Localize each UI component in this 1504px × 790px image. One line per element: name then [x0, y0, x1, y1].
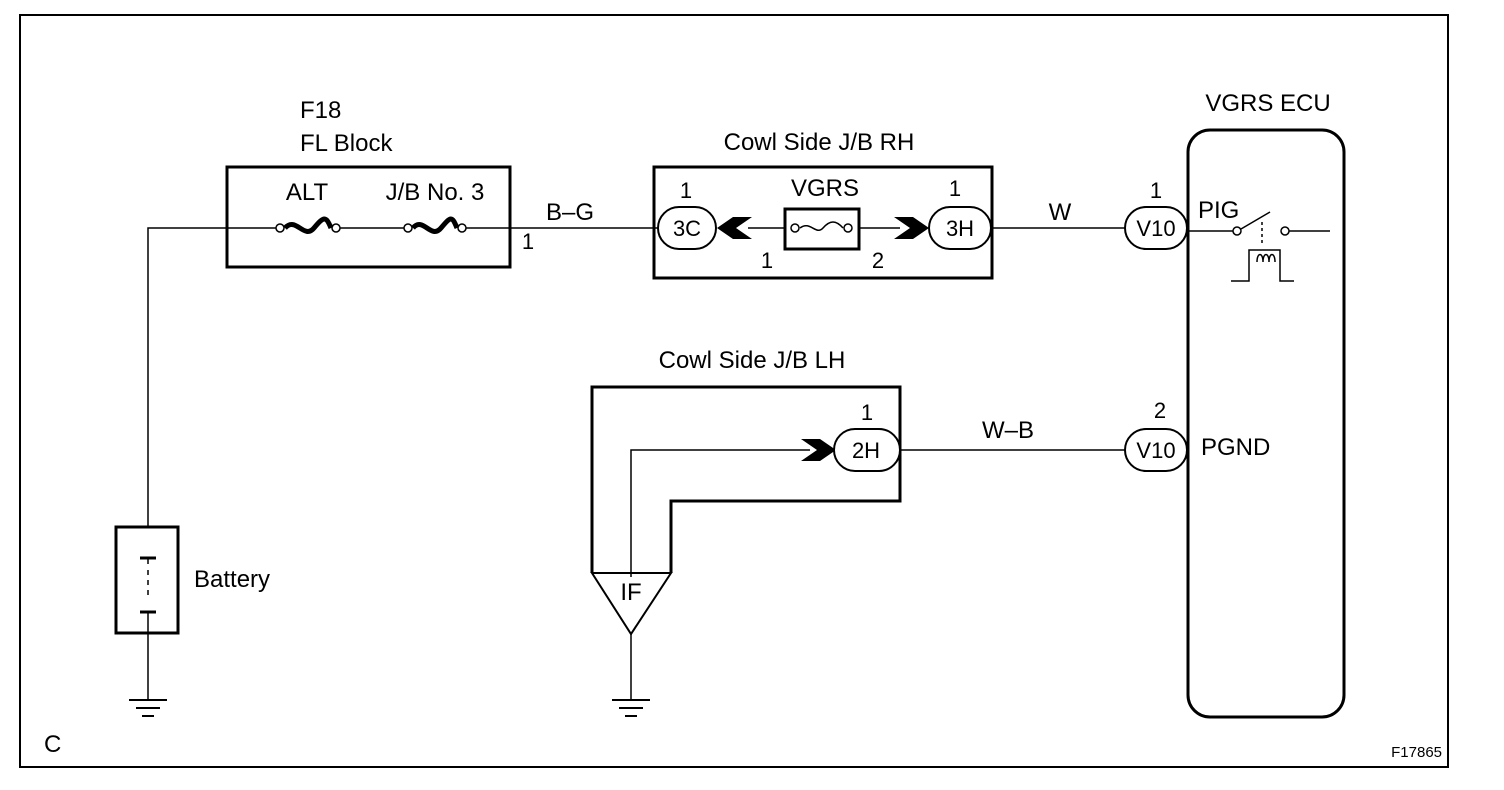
cowl-lh-internal-wire: [630, 449, 810, 577]
battery: Battery: [114, 525, 270, 635]
connector-v10-2-pin: 2: [1154, 398, 1166, 423]
fl-block-code: F18: [300, 97, 341, 124]
connector-v10-2-label: V10: [1136, 438, 1175, 463]
corner-label: C: [44, 731, 61, 758]
w-b-wire-color: W–B: [982, 417, 1034, 444]
connector-3h-pin: 1: [949, 176, 961, 201]
diagram-frame: [19, 14, 1449, 768]
connector-2h-label: 2H: [852, 438, 880, 463]
vgrs-fuse-box: [783, 207, 861, 251]
w-wire-color: W: [1049, 199, 1072, 226]
connector-v10-1-pin: 1: [1150, 178, 1162, 203]
battery-label: Battery: [194, 566, 270, 593]
cowl-lh-title: Cowl Side J/B LH: [659, 347, 846, 374]
battery-box: [114, 525, 180, 635]
jb3-fuse-icon: [403, 216, 467, 234]
cowl-side-jb-rh: Cowl Side J/B RH 3C 1 VGRS 1 2 3H 1: [652, 129, 994, 280]
ecu-box: [1186, 128, 1346, 719]
chevron-right-icon: [894, 217, 929, 239]
fl-block: F18 FL Block ALT J/B No. 3 1: [225, 97, 534, 269]
figure-id: F17865: [1391, 744, 1442, 761]
chevron-left-icon: [717, 217, 752, 239]
cowl-rh-title: Cowl Side J/B RH: [724, 129, 915, 156]
vgrs-fuse-pin-right: 2: [872, 248, 884, 273]
vgrs-ecu: VGRS ECU V10 1 PIG V10 2 PGND: [1124, 90, 1346, 719]
connector-v10-1: [1124, 206, 1188, 250]
ecu-title: VGRS ECU: [1205, 90, 1330, 117]
battery-icon: [140, 556, 156, 633]
cowl-lh-box: [590, 385, 902, 573]
vgrs-fuse-label: VGRS: [791, 175, 859, 202]
cowl-side-jb-lh: Cowl Side J/B LH IF 2H 1: [590, 347, 902, 636]
pgnd-terminal: PGND: [1201, 434, 1270, 461]
connector-3h-label: 3H: [946, 216, 974, 241]
b-g-wire-color: B–G: [546, 199, 594, 226]
fl-block-out-pin: 1: [522, 229, 534, 254]
fl-block-box: [225, 165, 512, 269]
jb3-fuse-label: J/B No. 3: [386, 179, 485, 206]
chevron-right-icon: [801, 439, 836, 461]
cowl-rh-box: [652, 165, 994, 280]
pig-terminal: PIG: [1198, 197, 1239, 224]
vgrs-fuse-pin-left: 1: [761, 248, 773, 273]
ground-icon: [612, 699, 650, 717]
connector-3c-label: 3C: [673, 216, 701, 241]
connector-3c: [657, 206, 717, 250]
connector-2h-pin: 1: [861, 400, 873, 425]
vgrs-fuse-icon: [790, 221, 853, 233]
battery-feed-wire: [147, 227, 280, 527]
alt-fuse-icon: [275, 216, 341, 234]
if-ground-code: IF: [620, 579, 641, 606]
relay-switch-icon: [1188, 211, 1330, 282]
connector-3c-pin: 1: [680, 178, 692, 203]
fl-block-name: FL Block: [300, 130, 393, 157]
ground-icon: [129, 699, 167, 717]
connector-v10-1-label: V10: [1136, 216, 1175, 241]
alt-fuse-label: ALT: [286, 179, 329, 206]
